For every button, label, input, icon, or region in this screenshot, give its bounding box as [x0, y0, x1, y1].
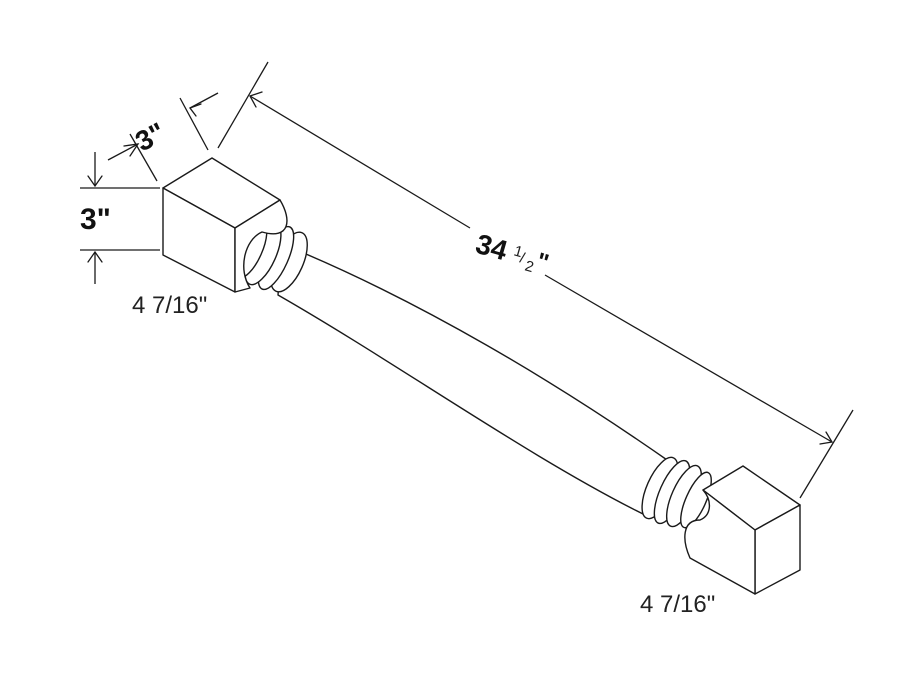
length-label-fraction-slash: / [518, 250, 527, 268]
right-collar [641, 456, 712, 529]
left-square-block [162, 157, 288, 293]
block-width-dimension [107, 92, 219, 182]
column-shaft [277, 243, 671, 516]
length-dimension [217, 61, 854, 499]
length-label-whole: 34 [472, 228, 511, 267]
length-label-quote: " [533, 248, 551, 277]
right-diagonal-label: 4 7/16" [640, 591, 715, 618]
block-height-label: 3" [80, 203, 111, 236]
left-diagonal-label: 4 7/16" [132, 292, 207, 319]
right-square-block [684, 465, 801, 595]
block-height-dimension [80, 152, 160, 284]
block-width-label: 3" [130, 116, 170, 157]
